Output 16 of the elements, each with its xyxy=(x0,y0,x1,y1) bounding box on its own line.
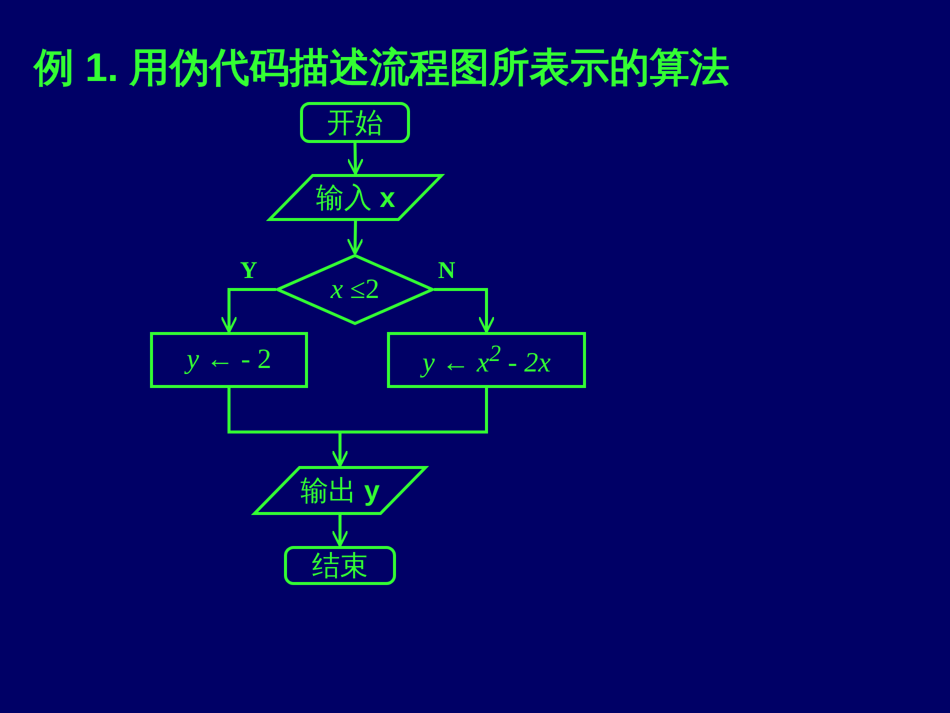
edge-label: N xyxy=(438,258,456,285)
input-parallelogram: 输入 x xyxy=(268,174,443,221)
process-box: y ← x$^{2}$ - 2x xyxy=(387,332,586,388)
arrow xyxy=(331,388,488,468)
output-parallelogram: 输出 y xyxy=(253,466,427,515)
arrow xyxy=(331,515,349,548)
arrow xyxy=(346,220,364,256)
process-box: y ← - 2 xyxy=(150,332,308,388)
title: 例 1. 用伪代码描述流程图所表示的算法 xyxy=(34,45,730,92)
arrow xyxy=(346,142,364,176)
end-terminal: 结束 xyxy=(284,546,396,585)
arrow xyxy=(220,288,276,334)
edge-label: Y xyxy=(240,258,258,285)
decision-diamond: x ≤2 xyxy=(276,254,434,325)
arrow xyxy=(434,288,496,334)
start-terminal: 开始 xyxy=(300,102,410,143)
